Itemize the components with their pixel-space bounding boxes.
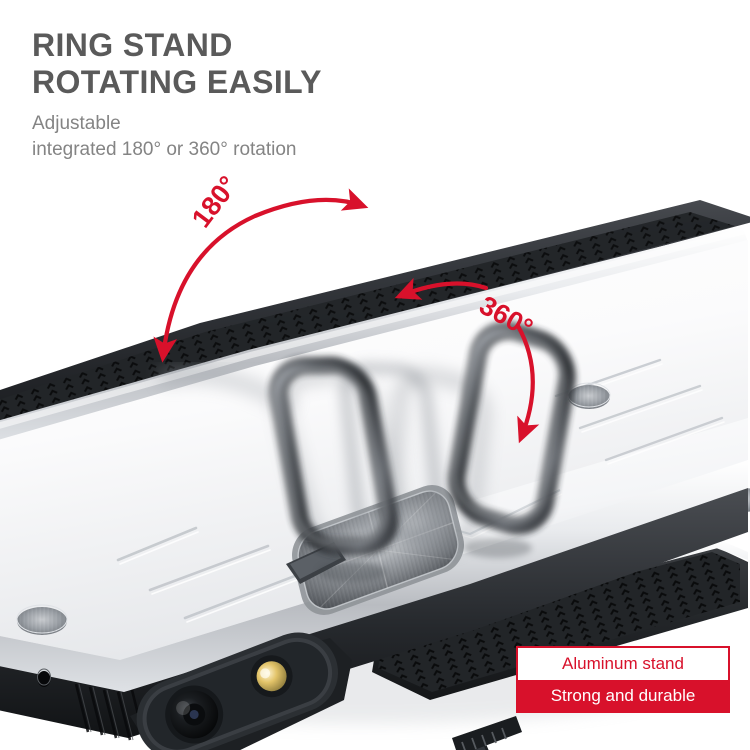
subtitle-block: Adjustable integrated 180° or 360° rotat… xyxy=(32,111,592,163)
badge-top-label: Aluminum stand xyxy=(518,648,728,680)
headline-block: RING STAND ROTATING EASILY Adjustable in… xyxy=(32,27,592,163)
camera-lens xyxy=(165,685,224,744)
arrow-360-upper xyxy=(394,277,489,300)
arrow-360-lower xyxy=(515,323,540,444)
power-switch xyxy=(452,716,522,750)
port-hole xyxy=(37,671,51,687)
camera-flash xyxy=(250,655,293,698)
headline-line-2: ROTATING EASILY xyxy=(32,64,322,100)
screw-disc xyxy=(16,604,68,635)
headline-line-1: RING STAND xyxy=(32,27,233,63)
badge-bottom-label: Strong and durable xyxy=(518,679,728,711)
ring-stand-left xyxy=(269,356,399,556)
subtitle-line-2: integrated 180° or 360° rotation xyxy=(32,139,297,160)
feature-badge: Aluminum stand Strong and durable xyxy=(516,646,730,713)
screw-disc xyxy=(567,382,611,409)
ring-stand-mechanism xyxy=(158,321,576,615)
ring-ghost xyxy=(381,367,491,553)
camera-module xyxy=(130,632,352,750)
arrow-180 xyxy=(153,188,369,363)
subtitle-line-1: Adjustable xyxy=(32,113,121,134)
product-photo: + | xyxy=(0,200,750,750)
